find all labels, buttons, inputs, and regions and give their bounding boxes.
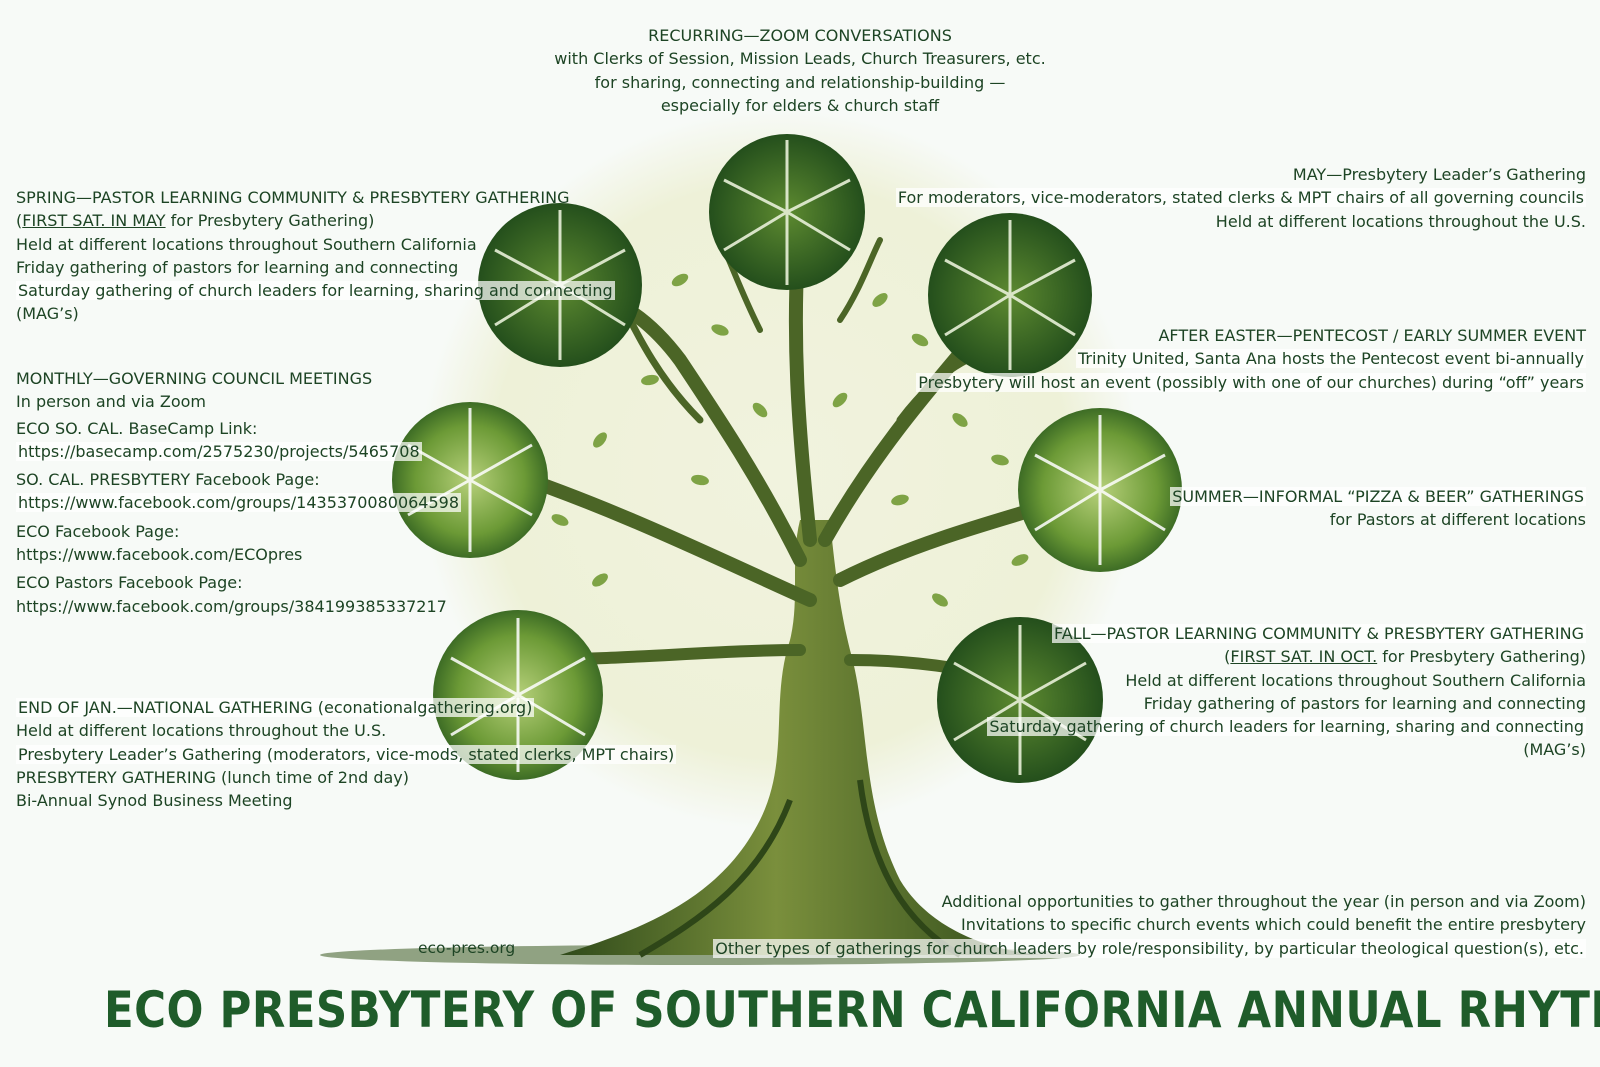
easter-block: AFTER EASTER—PENTECOST / EARLY SUMMER EV… — [916, 324, 1586, 394]
additional-block: Additional opportunities to gather throu… — [713, 890, 1586, 960]
spring-line: Friday gathering of pastors for learning… — [16, 257, 459, 277]
spring-line: (MAG’s) — [16, 304, 79, 324]
may-line: For moderators, vice-moderators, stated … — [895, 188, 1586, 208]
fall-date-line: (FIRST SAT. IN OCT. for Presbytery Gathe… — [1224, 647, 1586, 667]
may-heading: MAY—Presbytery Leader’s Gathering — [1292, 165, 1586, 184]
fall-line: Held at different locations throughout S… — [1125, 670, 1586, 690]
spring-heading: SPRING—PASTOR LEARNING COMMUNITY & PRESB… — [16, 188, 570, 207]
end-jan-line: Held at different locations throughout t… — [16, 721, 387, 741]
easter-line: Trinity United, Santa Ana hosts the Pent… — [1075, 349, 1586, 369]
spring-line: Saturday gathering of church leaders for… — [16, 281, 615, 301]
easter-heading: AFTER EASTER—PENTECOST / EARLY SUMMER EV… — [1158, 326, 1586, 345]
additional-line: Additional opportunities to gather throu… — [941, 892, 1586, 911]
spring-date-line: (FIRST SAT. IN MAY for Presbytery Gather… — [16, 211, 375, 231]
recurring-line: with Clerks of Session, Mission Leads, C… — [554, 49, 1046, 69]
easter-line: Presbytery will host an event (possibly … — [916, 372, 1586, 392]
summer-block: SUMMER—INFORMAL “PIZZA & BEER” GATHERING… — [1170, 485, 1586, 532]
scattered-leaves — [551, 273, 1029, 607]
presbytery-facebook-link[interactable]: https://www.facebook.com/groups/14353700… — [16, 493, 462, 513]
spring-date: FIRST SAT. IN MAY — [22, 211, 166, 231]
end-jan-line: Bi-Annual Synod Business Meeting — [16, 791, 293, 811]
eco-pastors-facebook-label: ECO Pastors Facebook Page: — [16, 573, 243, 593]
fall-block: FALL—PASTOR LEARNING COMMUNITY & PRESBYT… — [987, 622, 1586, 762]
fall-line: Saturday gathering of church leaders for… — [987, 717, 1586, 737]
end-jan-line: Presbytery Leader’s Gathering (moderator… — [16, 744, 677, 764]
recurring-block: RECURRING—ZOOM CONVERSATIONS with Clerks… — [450, 24, 1150, 117]
recurring-line: especially for elders & church staff — [660, 95, 940, 115]
monthly-line: In person and via Zoom — [16, 392, 206, 412]
recurring-line: for sharing, connecting and relationship… — [594, 72, 1006, 92]
spring-line: Held at different locations throughout S… — [16, 234, 477, 254]
fall-line: Friday gathering of pastors for learning… — [1143, 693, 1586, 713]
canopy-crowns — [392, 134, 1182, 783]
fall-heading: FALL—PASTOR LEARNING COMMUNITY & PRESBYT… — [1052, 624, 1586, 643]
additional-line: Other types of gatherings for church lea… — [713, 938, 1586, 958]
end-jan-block: END OF JAN.—NATIONAL GATHERING (econatio… — [16, 696, 677, 812]
summer-line: for Pastors at different locations — [1329, 510, 1586, 530]
basecamp-label: ECO SO. CAL. BaseCamp Link: — [16, 418, 258, 438]
eco-pastors-facebook-link[interactable]: https://www.facebook.com/groups/38419938… — [16, 596, 447, 616]
fall-line: (MAG’s) — [1523, 740, 1586, 760]
fall-date: FIRST SAT. IN OCT. — [1230, 647, 1378, 667]
page-title: ECO PRESBYTERY OF SOUTHERN CALIFORNIA AN… — [104, 981, 1600, 1039]
site-link[interactable]: eco-pres.org — [418, 939, 516, 957]
eco-facebook-link[interactable]: https://www.facebook.com/ECOpres — [16, 545, 303, 565]
end-jan-line: PRESBYTERY GATHERING (lunch time of 2nd … — [16, 767, 410, 787]
recurring-heading: RECURRING—ZOOM CONVERSATIONS — [648, 26, 952, 45]
eco-facebook-label: ECO Facebook Page: — [16, 521, 180, 541]
additional-line: Invitations to specific church events wh… — [960, 915, 1586, 935]
end-jan-heading: END OF JAN.—NATIONAL GATHERING (econatio… — [16, 698, 535, 717]
summer-heading: SUMMER—INFORMAL “PIZZA & BEER” GATHERING… — [1170, 487, 1586, 506]
monthly-heading: MONTHLY—GOVERNING COUNCIL MEETINGS — [16, 369, 373, 388]
spring-block: SPRING—PASTOR LEARNING COMMUNITY & PRESB… — [16, 186, 615, 326]
may-line: Held at different locations throughout t… — [1215, 211, 1586, 231]
basecamp-link[interactable]: https://basecamp.com/2575230/projects/54… — [16, 441, 422, 461]
presbytery-facebook-label: SO. CAL. PRESBYTERY Facebook Page: — [16, 470, 320, 490]
may-block: MAY—Presbytery Leader’s Gathering For mo… — [895, 163, 1586, 233]
monthly-block: MONTHLY—GOVERNING COUNCIL MEETINGS In pe… — [16, 367, 462, 618]
tree-trunk — [560, 520, 1040, 955]
